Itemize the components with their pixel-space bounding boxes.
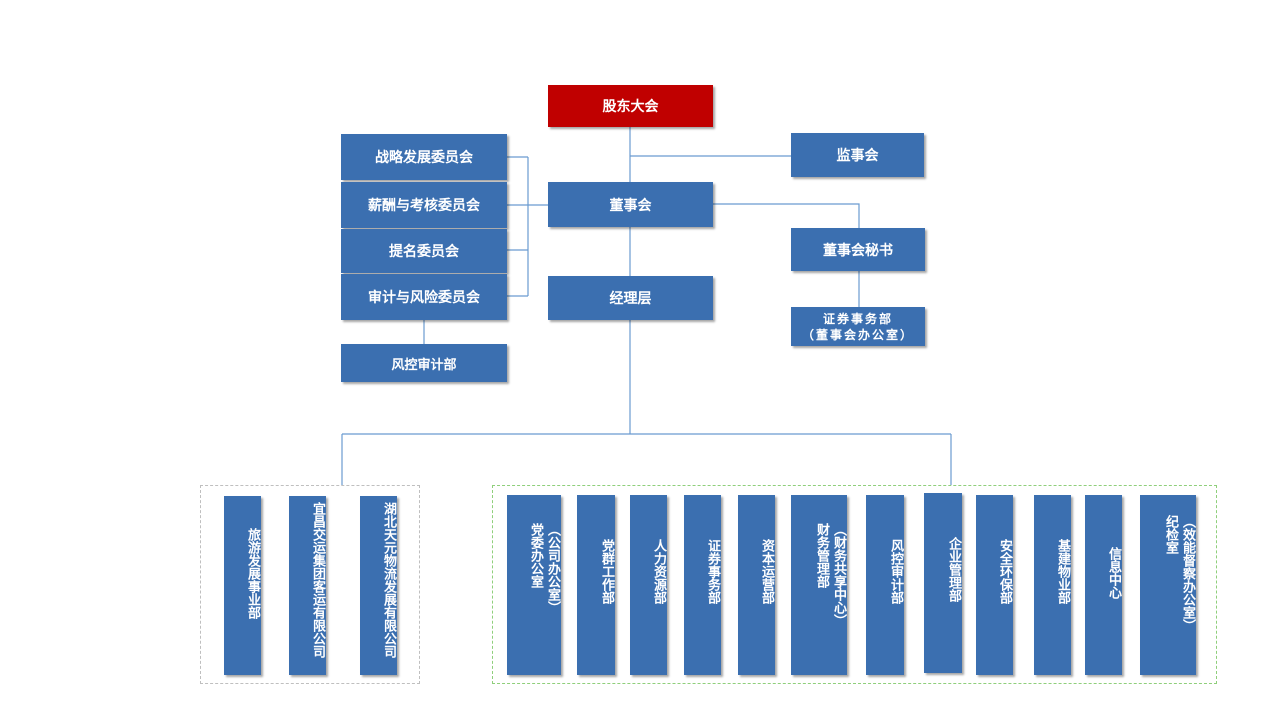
dept-party-mass: 党群工作部 xyxy=(577,495,615,675)
dept-discipline-line1: 纪检室 xyxy=(1163,515,1178,554)
dept-securities: 证券事务部 xyxy=(684,495,721,675)
dept-securities-label: 证券事务部 xyxy=(705,539,720,604)
securities-office-line2: （董事会办公室） xyxy=(801,327,914,342)
subsidiary-logistics-label: 湖北天元物流发展有限公司 xyxy=(381,502,396,658)
dept-party-office-line1: 党委办公室 xyxy=(528,523,543,588)
subsidiary-tourism: 旅游发展事业部 xyxy=(224,496,261,675)
dept-finance-label: （财务共享中心） 财务管理部 xyxy=(791,523,847,627)
securities-office-line1: 证券事务部 xyxy=(822,311,893,326)
subsidiaries-group xyxy=(200,485,420,684)
subsidiary-tourism-label: 旅游发展事业部 xyxy=(245,528,260,619)
dept-information-center: 信息中心 xyxy=(1085,495,1122,675)
dept-party-office: （公司办公室） 党委办公室 xyxy=(507,495,561,675)
dept-human-resources-label: 人力资源部 xyxy=(651,539,666,604)
committee-audit-risk-box: 审计与风险委员会 xyxy=(341,274,507,320)
subsidiary-passenger-transport: 宜昌交运集团客运有限公司 xyxy=(289,496,326,675)
dept-human-resources: 人力资源部 xyxy=(630,495,667,675)
dept-party-mass-label: 党群工作部 xyxy=(599,539,614,604)
shareholders-meeting-box: 股东大会 xyxy=(548,85,713,127)
shareholders-meeting-label: 股东大会 xyxy=(602,99,659,115)
dept-discipline-line2: （效能督察办公室） xyxy=(1180,515,1195,632)
dept-infrastructure: 基建物业部 xyxy=(1034,495,1071,675)
board-secretary-box: 董事会秘书 xyxy=(791,228,925,271)
dept-finance: （财务共享中心） 财务管理部 xyxy=(791,495,847,675)
dept-capital-operations: 资本运营部 xyxy=(738,495,775,675)
dept-discipline: （效能督察办公室） 纪检室 xyxy=(1140,495,1196,675)
board-of-directors-box: 董事会 xyxy=(548,182,713,227)
connector-board-secretary xyxy=(713,203,860,228)
dept-enterprise-management: 企业管理部 xyxy=(924,493,962,673)
dept-capital-operations-label: 资本运营部 xyxy=(759,539,774,604)
dept-finance-line1: 财务管理部 xyxy=(814,523,829,588)
committee-compensation-label: 薪酬与考核委员会 xyxy=(368,198,480,214)
committee-nomination-box: 提名委员会 xyxy=(341,229,507,273)
risk-audit-dept-box: 风控审计部 xyxy=(341,344,507,382)
board-of-directors-label: 董事会 xyxy=(609,197,652,214)
securities-office-box: 证券事务部 （董事会办公室） xyxy=(791,307,925,346)
management-label: 经理层 xyxy=(609,291,652,307)
dept-finance-line2: （财务共享中心） xyxy=(831,523,846,627)
committee-strategy-label: 战略发展委员会 xyxy=(375,150,473,166)
committee-compensation-box: 薪酬与考核委员会 xyxy=(341,182,507,228)
supervisory-board-label: 监事会 xyxy=(836,148,879,164)
dept-safety-environment-label: 安全环保部 xyxy=(997,539,1012,604)
risk-audit-dept-label: 风控审计部 xyxy=(391,357,457,373)
subsidiary-logistics: 湖北天元物流发展有限公司 xyxy=(360,496,397,675)
dept-enterprise-management-label: 企业管理部 xyxy=(946,537,961,602)
committee-nomination-label: 提名委员会 xyxy=(389,244,459,260)
subsidiary-passenger-transport-label: 宜昌交运集团客运有限公司 xyxy=(310,502,325,658)
management-box: 经理层 xyxy=(548,276,713,320)
dept-safety-environment: 安全环保部 xyxy=(976,495,1013,675)
supervisory-board-box: 监事会 xyxy=(791,133,924,177)
dept-party-office-label: （公司办公室） 党委办公室 xyxy=(507,523,561,614)
dept-information-center-label: 信息中心 xyxy=(1106,547,1121,599)
departments-group xyxy=(492,485,1217,684)
dept-risk-audit: 风控审计部 xyxy=(866,495,904,675)
dept-discipline-label: （效能督察办公室） 纪检室 xyxy=(1140,515,1196,632)
committee-strategy-box: 战略发展委员会 xyxy=(341,134,507,180)
board-secretary-label: 董事会秘书 xyxy=(823,242,893,259)
dept-risk-audit-label: 风控审计部 xyxy=(888,539,903,604)
dept-party-office-line2: （公司办公室） xyxy=(545,523,560,614)
committee-audit-risk-label: 审计与风险委员会 xyxy=(368,290,480,306)
dept-infrastructure-label: 基建物业部 xyxy=(1055,539,1070,604)
